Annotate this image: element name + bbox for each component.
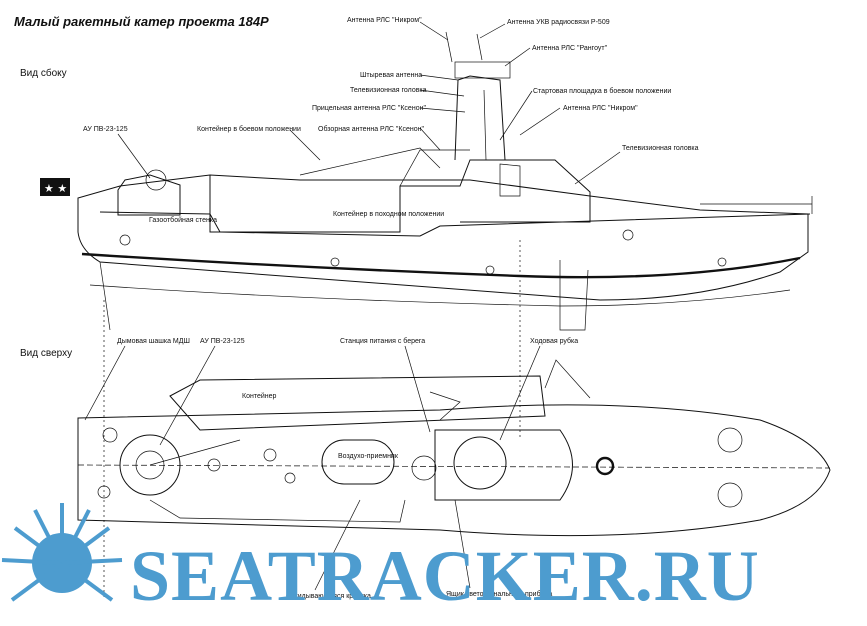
label-air-intake: Воздухо-приемник [338, 453, 399, 460]
top-leaders [84, 345, 541, 591]
label-ksenon-aim: Прицельная антенна РЛС "Ксенон" [312, 105, 426, 112]
label-au-pv-side: АУ ПВ-23-125 [83, 126, 128, 133]
label-rangout: Антенна РЛС "Рангоут" [532, 45, 608, 52]
label-side-platform: Стартовая площадка в боевом положении [533, 87, 671, 95]
side-view-heading: Вид сбоку [20, 67, 67, 79]
label-hatch: Откидывающаяся крышка [286, 593, 371, 600]
label-tv-head-right: Телевизионная головка [622, 145, 699, 152]
side-leaders [117, 21, 621, 185]
label-container-march: Контейнер в походном положении [333, 210, 444, 218]
watermark-text: SEATRACKER.RU [130, 536, 760, 616]
label-ksenon-survey: Обзорная антенна РЛС "Ксенон" [318, 125, 425, 133]
label-whip: Штыревая антенна [360, 72, 422, 79]
label-signal-box: Ящик светосигнального прибора [446, 590, 552, 598]
label-au-pv-top: АУ ПВ-23-125 [200, 338, 245, 345]
label-shore-power: Станция питания с берега [340, 337, 425, 345]
label-vhf-antenna: Антенна УКВ радиосвязи Р-509 [507, 19, 610, 26]
label-gas-wall: Газоотбойная стенка [149, 216, 217, 224]
svg-text:★ ★: ★ ★ [44, 182, 67, 195]
label-container-combat: Контейнер в боевом положении [197, 125, 301, 133]
label-container: Контейнер [242, 392, 277, 400]
label-tv-head-top: Телевизионная головка [350, 87, 427, 94]
top-view-heading: Вид сверху [20, 348, 72, 359]
label-nikrom-top: Антенна РЛС "Никром" [347, 17, 422, 24]
label-wheelhouse: Ходовая рубка [530, 337, 578, 345]
watermark-logo [1, 503, 123, 602]
side-view-drawing: ★ ★ [40, 31, 813, 331]
page-title: Малый ракетный катер проекта 184Р [14, 14, 269, 29]
top-view-drawing [77, 240, 831, 600]
label-smoke: Дымовая шашка МДШ [117, 338, 190, 345]
label-nikrom-mid: Антенна РЛС "Никром" [563, 105, 638, 112]
